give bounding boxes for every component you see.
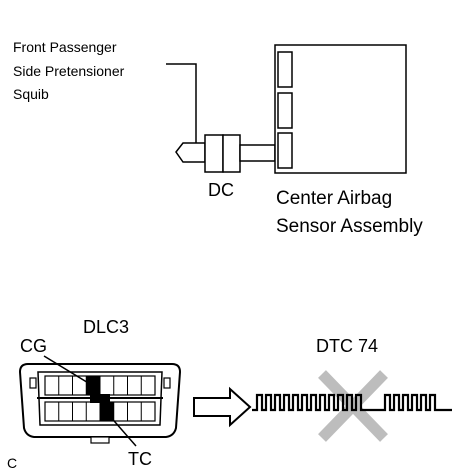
sensor-label-line1: Center Airbag: [276, 188, 392, 209]
jumper-bridge: [90, 394, 110, 403]
squib-plug: [175, 142, 206, 163]
dlc3-label: DLC3: [83, 317, 129, 337]
dtc-label: DTC 74: [316, 336, 378, 356]
squib-leader-line: [166, 63, 197, 145]
dc-connector-left: [204, 134, 224, 173]
dtc-waveform: [252, 393, 452, 412]
dc-connector-right: [222, 134, 241, 173]
hollow-right-arrow-icon: [193, 386, 252, 428]
squib-label-line3: Squib: [13, 86, 49, 102]
cg-label: CG: [20, 336, 47, 356]
tc-leader-line: [107, 413, 137, 447]
dc-to-sensor-harness: [239, 144, 276, 162]
squib-label-line2: Side Pretensioner: [13, 63, 125, 79]
cg-terminal: [86, 376, 100, 395]
tc-label: TC: [128, 449, 152, 469]
center-airbag-sensor-body: [274, 44, 407, 174]
sensor-connector-slot-2: [277, 92, 293, 129]
squib-label-line1: Front Passenger: [13, 39, 117, 55]
sensor-label-line2: Sensor Assembly: [276, 216, 423, 237]
dc-label: DC: [208, 180, 234, 200]
sensor-connector-slot-1: [277, 51, 293, 88]
sensor-connector-slot-3: [277, 132, 293, 169]
corner-code-label: C: [7, 455, 17, 471]
dlc3-connector: [18, 363, 182, 444]
cg-leader-line: [43, 355, 91, 385]
